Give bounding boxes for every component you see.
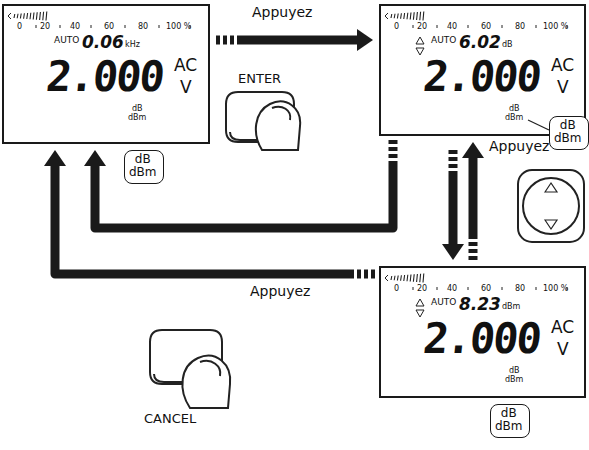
action-label: Appuyez — [248, 283, 312, 299]
action-label: Appuyez — [487, 138, 551, 154]
lcd-screen: 0 20 40 60 80 100 % AUTO0.06kHz 2.000 AC VdB dBm — [2, 4, 210, 144]
callout-box: dB dBm — [549, 116, 589, 150]
secondary-reading: 0.06 — [82, 33, 124, 52]
arrow-tail — [449, 150, 458, 172]
scale-number: 100 % — [543, 23, 568, 32]
range-mode: AUTO — [54, 36, 79, 46]
enter-button — [226, 92, 300, 150]
mode-annunciator: dB dBm — [505, 367, 523, 385]
secondary-unit: dB — [502, 41, 513, 50]
callout-box: dB dBm — [490, 404, 530, 438]
arrow-tail — [389, 140, 398, 162]
scale-number: 20 — [417, 23, 427, 32]
mode-indicator: AC — [174, 56, 197, 75]
scale-number: 60 — [481, 285, 491, 294]
arrow-head — [442, 244, 464, 260]
scale-number: 20 — [417, 285, 427, 294]
range-mode: AUTO — [431, 298, 456, 308]
secondary-unit: kHz — [125, 41, 140, 50]
arrow-shaft — [55, 166, 353, 274]
lcd-screen: 0 20 40 60 80 100 % AUTO8.23dBm 2.000 AC VdB dBm — [379, 266, 586, 398]
flow-arrow — [44, 150, 375, 274]
callout-text: dB dBm — [129, 153, 157, 179]
scale-number: 60 — [104, 23, 114, 32]
scale-number: 80 — [138, 23, 148, 32]
navigation-pad — [518, 170, 584, 242]
arrow-head — [84, 150, 106, 166]
callout-box: dB dBm — [124, 150, 164, 184]
scale-number: 40 — [70, 23, 80, 32]
unit-indicator: V — [557, 78, 569, 97]
unit-indicator: V — [557, 340, 569, 359]
arrow-shaft — [449, 172, 458, 244]
scale-number: 80 — [515, 285, 525, 294]
bargraph-ticks — [8, 12, 567, 291]
scale-number: 60 — [481, 23, 491, 32]
arrow-head — [44, 150, 66, 166]
main-reading: 2.000 — [421, 54, 542, 100]
scale-number: 100 % — [543, 285, 568, 294]
scale-number: 40 — [447, 23, 457, 32]
scale-number: 0 — [394, 23, 399, 32]
cancel-button — [150, 330, 230, 408]
main-reading: 2.000 — [44, 54, 165, 100]
arrow-shaft — [469, 158, 478, 238]
mode-indicator: AC — [551, 318, 574, 337]
arrow-tail — [216, 36, 238, 45]
scale-number: 80 — [515, 23, 525, 32]
unit-indicator: V — [180, 78, 192, 97]
button-label: CANCEL — [142, 412, 198, 427]
callout-text: dB dBm — [554, 119, 582, 145]
button-label: ENTER — [236, 72, 283, 87]
mode-annunciator: dB dBm — [505, 105, 523, 123]
secondary-unit: dBm — [502, 303, 520, 312]
scale-number: 0 — [394, 285, 399, 294]
arrow-head — [462, 142, 484, 158]
secondary-reading: 6.02 — [459, 33, 501, 52]
flow-arrow — [442, 142, 484, 260]
arrow-head — [357, 29, 373, 51]
mode-annunciator: dB dBm — [128, 105, 146, 123]
scale-number: 100 % — [166, 23, 191, 32]
secondary-reading: 8.23 — [459, 295, 501, 314]
range-mode: AUTO — [431, 36, 456, 46]
callout-text: dB dBm — [495, 407, 523, 433]
action-label: Appuyez — [250, 4, 314, 20]
main-reading: 2.000 — [421, 316, 542, 362]
scale-number: 40 — [447, 285, 457, 294]
leader-line — [528, 120, 549, 130]
flow-arrow — [84, 140, 393, 228]
arrow-tail — [353, 270, 375, 279]
scale-number: 0 — [17, 23, 22, 32]
flow-arrow — [216, 29, 373, 51]
scale-number: 20 — [40, 23, 50, 32]
arrow-tail — [469, 238, 478, 260]
arrow-shaft — [238, 36, 357, 45]
mode-indicator: AC — [551, 56, 574, 75]
